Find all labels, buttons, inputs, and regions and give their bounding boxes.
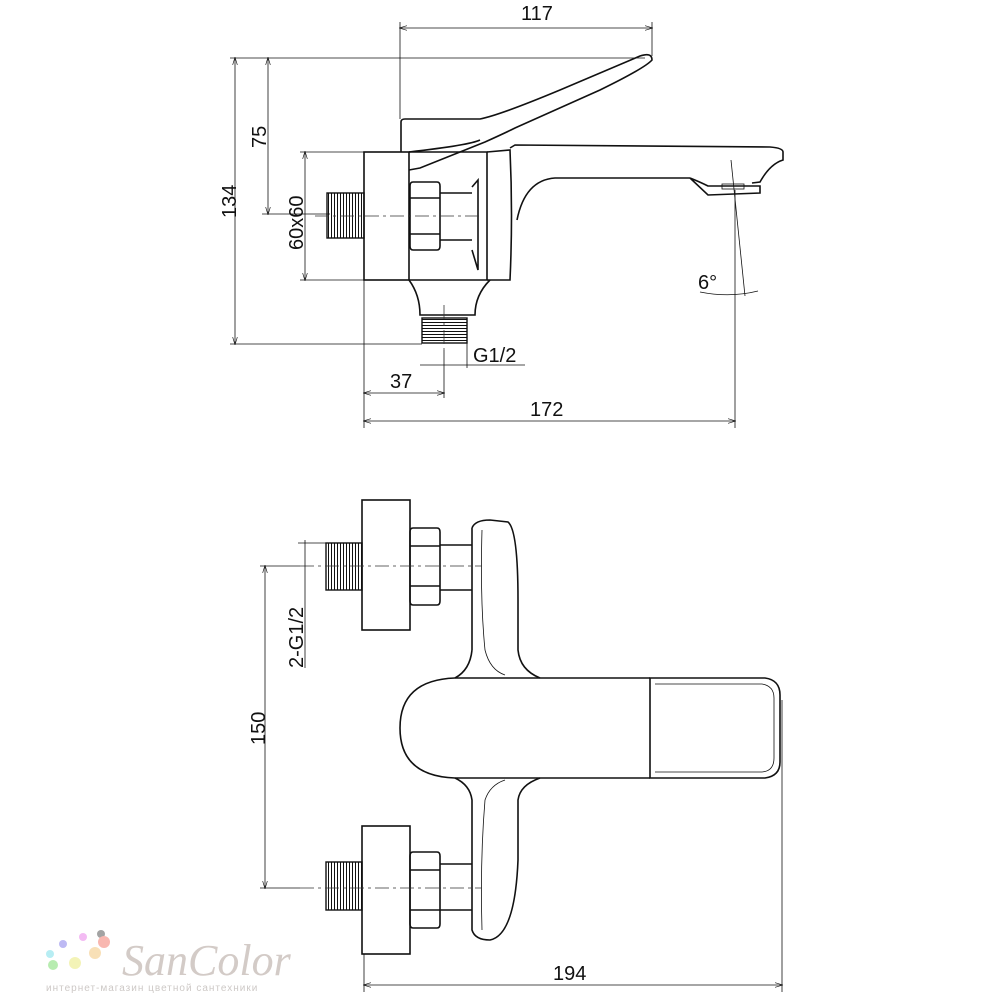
dim-134: 134 xyxy=(219,185,241,218)
dim-angle: 6° xyxy=(698,272,717,294)
inlet-thread xyxy=(326,192,365,239)
body-bar xyxy=(454,519,541,941)
handle-body xyxy=(399,677,650,779)
sancolor-logo: SanColor интернет-магазин цветной сантех… xyxy=(46,930,292,994)
handle-lever xyxy=(649,677,781,779)
upper-inlet-thread xyxy=(325,542,363,591)
dim-172: 172 xyxy=(530,399,563,421)
dim-75: 75 xyxy=(249,126,271,148)
dim-g1-2: G1/2 xyxy=(473,345,516,367)
side-view: 117 134 75 60x60 G1/2 37 172 6° xyxy=(219,3,784,428)
dim-60x60: 60x60 xyxy=(286,196,308,251)
lever xyxy=(400,53,653,171)
upper-flange xyxy=(361,499,411,631)
top-view: 2-G1/2 150 194 xyxy=(248,499,782,992)
dim-2-g1-2: 2-G1/2 xyxy=(286,607,308,668)
lower-hex-nut xyxy=(409,851,441,929)
dim-150: 150 xyxy=(248,712,270,745)
lower-inlet-thread xyxy=(325,861,363,911)
spout xyxy=(509,144,784,221)
pipe xyxy=(440,177,479,271)
outlet-body xyxy=(408,279,491,316)
dim-37: 37 xyxy=(390,371,412,393)
upper-hex-nut xyxy=(409,527,441,606)
svg-text:SanColor: SanColor xyxy=(122,936,292,985)
aerator xyxy=(721,183,745,190)
body xyxy=(409,151,488,281)
dim-194: 194 xyxy=(553,963,586,985)
handle-base xyxy=(486,149,513,281)
svg-text:интернет-магазин цветной санте: интернет-магазин цветной сантехники xyxy=(46,983,258,994)
outlet-thread xyxy=(421,317,468,344)
dim-117: 117 xyxy=(521,3,553,25)
lower-flange xyxy=(361,825,411,955)
hex-nut xyxy=(409,181,441,251)
